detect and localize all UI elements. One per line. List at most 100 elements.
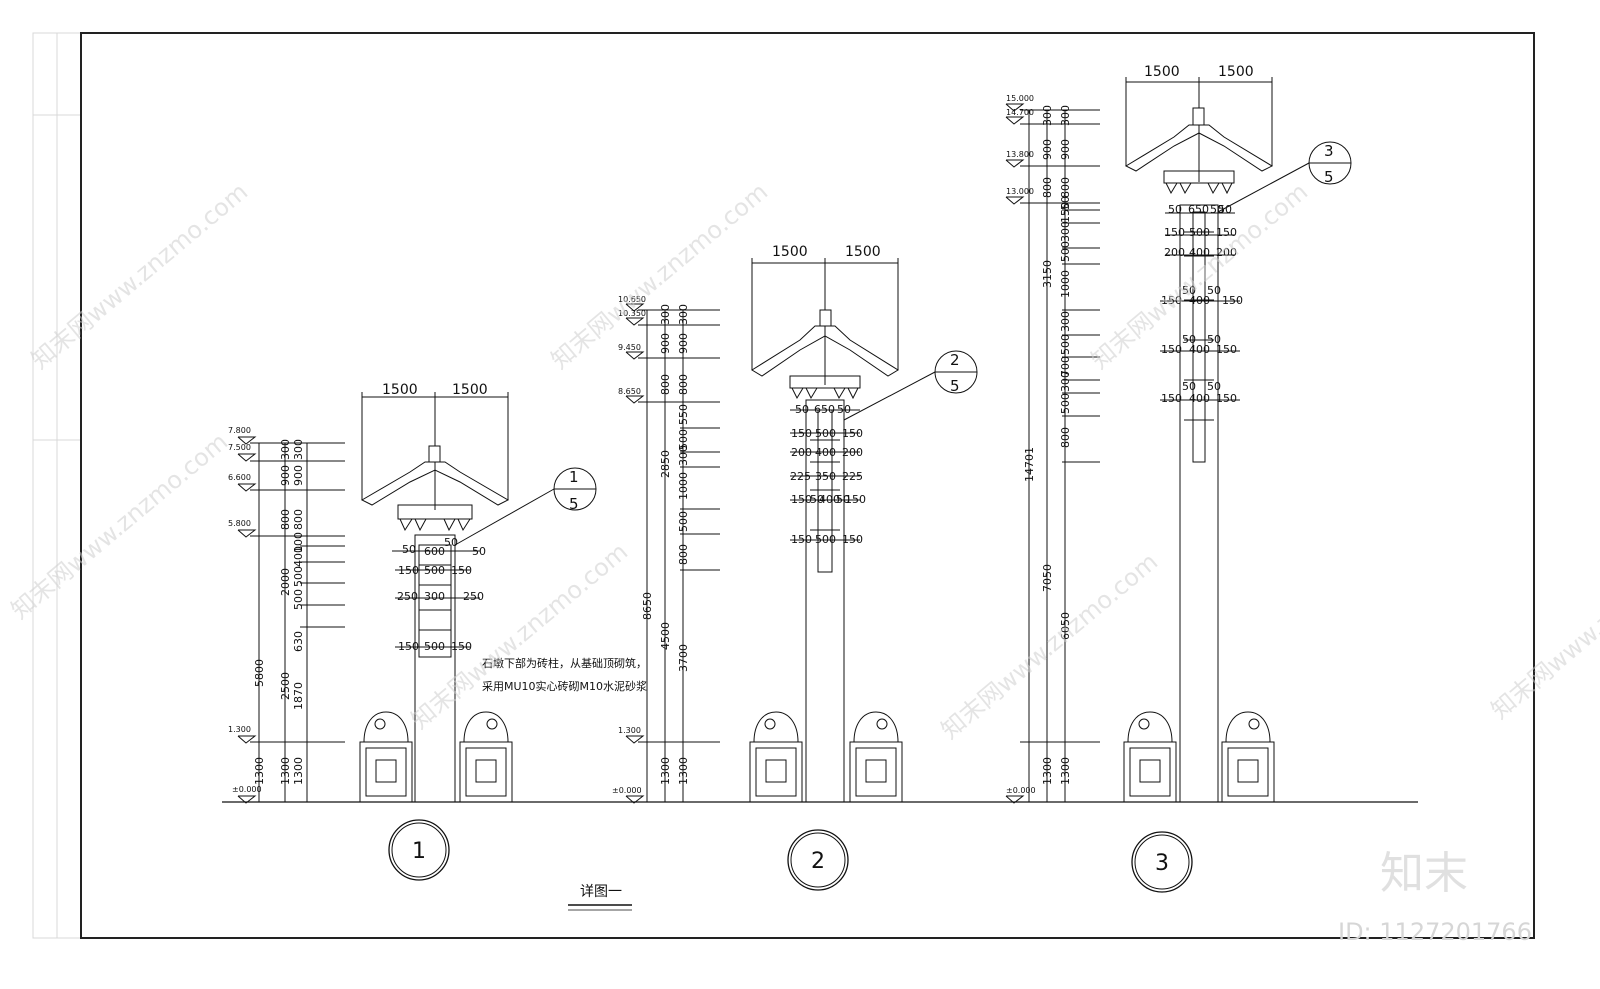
- c1-elev-0: 7.800: [228, 426, 251, 435]
- c1-callout-top: 1: [569, 468, 579, 486]
- c1-mid-2: 800: [279, 509, 292, 530]
- c3-inner-0: 300: [1059, 105, 1072, 126]
- c3-inner-1: 900: [1059, 139, 1072, 160]
- c2-topdim-left: 1500: [772, 244, 808, 260]
- c2-w-4-1: 50: [810, 493, 824, 506]
- c3-w-0-2: 50: [1210, 203, 1224, 216]
- watermark-4: 知末网www.znzmo.com: [6, 428, 233, 625]
- c3-w-3-0: 150: [1161, 294, 1182, 307]
- pedestal-left: [359, 711, 413, 803]
- c2-inner-4: 500: [677, 429, 690, 450]
- c1-w-1-0: 150: [398, 564, 419, 577]
- c2-w-2-2: 200: [842, 446, 863, 459]
- pedestal-right: [459, 711, 513, 803]
- c2-topdim-right: 1500: [845, 244, 881, 260]
- title-strip: [32, 32, 82, 939]
- c1-w-2-1: 300: [424, 590, 445, 603]
- c3-w-0-1: 650: [1188, 203, 1209, 216]
- c1-outer-0: 5800: [253, 659, 266, 687]
- frame-border: [80, 32, 1535, 939]
- c2-inner-10: 1300: [677, 757, 690, 785]
- c1-w-0-3: 50: [472, 545, 486, 558]
- c3-inner-4: 150: [1059, 202, 1072, 223]
- c3-w-4-3: 50: [1207, 333, 1221, 346]
- c2-w-3-0: 225: [790, 470, 811, 483]
- drawing-caption: 详图一: [568, 884, 632, 911]
- column-3: [1005, 77, 1352, 893]
- c2-elev-0: 10.650: [618, 295, 646, 304]
- c3-mid-2: 800: [1041, 177, 1054, 198]
- c2-inner-9: 3700: [677, 644, 690, 672]
- c1-elev-1: 7.500: [228, 443, 251, 452]
- c2-inner-2: 800: [677, 374, 690, 395]
- c1-inner-6: 500: [292, 589, 305, 610]
- column-2-labels: 1500 1500 2 5 2 10.650 10.350 9.450 8.65…: [612, 244, 960, 874]
- c1-inner-7: 630: [292, 631, 305, 652]
- c2-w-1-1: 500: [815, 427, 836, 440]
- c1-mid-1: 900: [279, 465, 292, 486]
- c3-callout-top: 3: [1324, 142, 1334, 160]
- c3-inner-5: 300: [1059, 221, 1072, 242]
- c1-callout-bottom: 5: [569, 495, 579, 513]
- c3-inner-16: 1300: [1059, 757, 1072, 785]
- column-1: [237, 392, 597, 881]
- c2-mid-1: 900: [659, 333, 672, 354]
- pedestal-right: [849, 711, 903, 803]
- c1-elev-4: 1.300: [228, 725, 251, 734]
- c1-w-1-2: 150: [451, 564, 472, 577]
- c2-inner-8: 800: [677, 544, 690, 565]
- c2-w-5-2: 150: [842, 533, 863, 546]
- c3-mid-4: 7050: [1041, 564, 1054, 592]
- watermark-7: 知末网www.znzmo.com: [1486, 528, 1600, 725]
- c1-elev-3: 5.800: [228, 519, 251, 528]
- c3-topdim-right: 1500: [1218, 64, 1254, 80]
- c3-inner-8: 300: [1059, 311, 1072, 332]
- c2-inner-5: 300: [677, 445, 690, 466]
- c3-inner-13: 800: [1059, 427, 1072, 448]
- c3-topdim-left: 1500: [1144, 64, 1180, 80]
- c2-callout-top: 2: [950, 351, 960, 369]
- c2-w-4-2: 400: [819, 493, 840, 506]
- c3-inner-11: 300: [1059, 371, 1072, 392]
- c3-w-4-2: 400: [1189, 343, 1210, 356]
- c1-w-2-2: 250: [463, 590, 484, 603]
- c3-w-3-1: 50: [1182, 284, 1196, 297]
- c2-w-0-2: 50: [837, 403, 851, 416]
- c2-elev-5: ±0.000: [612, 786, 642, 795]
- c3-inner-9: 500: [1059, 334, 1072, 355]
- c1-w-3-2: 150: [451, 640, 472, 653]
- c2-w-2-0: 200: [791, 446, 812, 459]
- c1-inner-0: 300: [292, 439, 305, 460]
- c3-mid-1: 900: [1041, 139, 1054, 160]
- c3-outer-0: 14701: [1023, 447, 1036, 482]
- c2-w-0-1: 650: [814, 403, 835, 416]
- c1-elev-2: 6.600: [228, 473, 251, 482]
- c3-inner-7: 1000: [1059, 270, 1072, 298]
- c3-number: 3: [1155, 851, 1169, 876]
- c2-inner-7: 500: [677, 511, 690, 532]
- c3-w-5-0: 150: [1161, 392, 1182, 405]
- c2-w-5-1: 500: [815, 533, 836, 546]
- c3-mid-0: 300: [1041, 105, 1054, 126]
- c2-w-2-1: 400: [815, 446, 836, 459]
- c1-w-2-0: 250: [397, 590, 418, 603]
- c3-mid-5: 1300: [1041, 757, 1054, 785]
- c2-mid-5: 1300: [659, 757, 672, 785]
- pedestal-left: [749, 711, 803, 803]
- image-id: ID: 1127201766: [1338, 918, 1532, 946]
- c1-w-0-1: 600: [424, 545, 445, 558]
- c2-number: 2: [811, 849, 825, 874]
- c1-inner-9: 1300: [292, 757, 305, 785]
- watermark-1: 知末网www.znzmo.com: [26, 178, 253, 375]
- c3-w-2-2: 200: [1216, 246, 1237, 259]
- c1-number: 1: [412, 839, 426, 864]
- c1-inner-2: 800: [292, 509, 305, 530]
- c2-w-5-0: 150: [791, 533, 812, 546]
- c2-inner-0: 300: [677, 304, 690, 325]
- c2-mid-4: 4500: [659, 622, 672, 650]
- c1-inner-1: 900: [292, 465, 305, 486]
- c1-outer-1: 1300: [253, 757, 266, 785]
- c3-w-1-2: 150: [1216, 226, 1237, 239]
